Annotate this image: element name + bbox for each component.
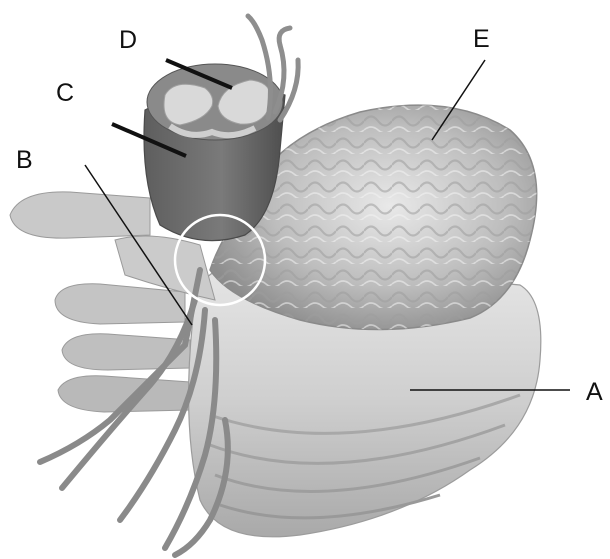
label-c: C: [56, 79, 74, 107]
label-a: A: [586, 378, 603, 406]
label-b: B: [16, 146, 33, 174]
label-d: D: [119, 26, 137, 54]
label-e: E: [473, 25, 490, 53]
